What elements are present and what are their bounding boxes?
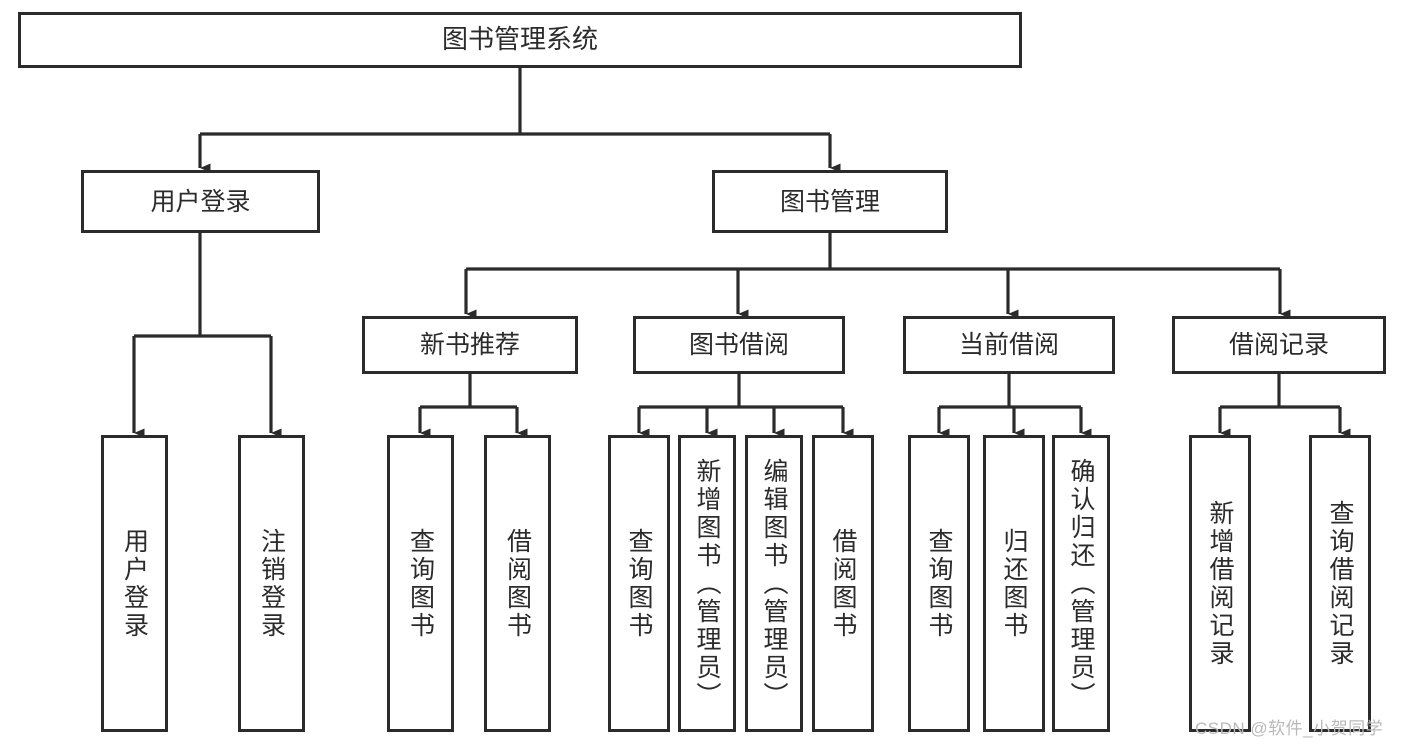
node-label-leaf-add-borrow-record: 新增借阅记录 [1206, 499, 1234, 668]
node-label-leaf-query-borrow-record: 查询借阅记录 [1326, 499, 1354, 668]
node-label-book-manage: 图书管理 [779, 187, 880, 216]
node-label-leaf-confirm-return-admin: 确认归还（管理员） [1067, 457, 1095, 710]
node-label-root: 图书管理系统 [441, 24, 598, 55]
node-leaf-query-book-1[interactable]: 查询图书 [387, 435, 454, 732]
node-leaf-query-book-2[interactable]: 查询图书 [608, 435, 670, 732]
watermark-text: CSDN @软件_小贺同学 [1195, 719, 1384, 738]
node-leaf-query-borrow-record[interactable]: 查询借阅记录 [1309, 435, 1371, 732]
node-label-leaf-add-book-admin: 新增图书（管理员） [693, 457, 721, 710]
node-label-leaf-user-logout: 注销登录 [257, 527, 286, 640]
node-label-current-borrow: 当前借阅 [958, 331, 1059, 359]
node-label-new-book-recommend: 新书推荐 [419, 331, 520, 359]
node-label-leaf-user-login: 用户登录 [120, 527, 149, 640]
node-leaf-return-book[interactable]: 归还图书 [983, 435, 1045, 732]
node-leaf-user-login[interactable]: 用户登录 [101, 435, 168, 732]
node-current-borrow[interactable]: 当前借阅 [903, 316, 1115, 374]
node-label-leaf-return-book: 归还图书 [1000, 527, 1028, 640]
node-root[interactable]: 图书管理系统 [18, 12, 1022, 68]
node-user-login[interactable]: 用户登录 [81, 170, 320, 233]
node-label-leaf-borrow-book-2: 借阅图书 [829, 527, 857, 640]
node-leaf-user-logout[interactable]: 注销登录 [238, 435, 305, 732]
node-leaf-borrow-book-2[interactable]: 借阅图书 [812, 435, 874, 732]
node-leaf-add-book-admin[interactable]: 新增图书（管理员） [678, 435, 736, 732]
node-book-borrow[interactable]: 图书借阅 [633, 316, 845, 374]
node-book-manage[interactable]: 图书管理 [712, 170, 948, 233]
node-leaf-query-book-3[interactable]: 查询图书 [908, 435, 970, 732]
node-leaf-borrow-book-1[interactable]: 借阅图书 [484, 435, 551, 732]
node-label-borrow-record: 借阅记录 [1228, 331, 1329, 359]
node-label-leaf-query-book-1: 查询图书 [406, 527, 435, 640]
node-leaf-add-borrow-record[interactable]: 新增借阅记录 [1189, 435, 1251, 732]
node-new-book-recommend[interactable]: 新书推荐 [362, 316, 578, 374]
node-label-leaf-query-book-3: 查询图书 [925, 527, 953, 640]
node-leaf-confirm-return-admin[interactable]: 确认归还（管理员） [1052, 435, 1110, 732]
node-label-leaf-borrow-book-1: 借阅图书 [503, 527, 532, 640]
node-label-book-borrow: 图书借阅 [688, 331, 789, 359]
node-label-leaf-edit-book-admin: 编辑图书（管理员） [760, 457, 788, 710]
node-label-leaf-query-book-2: 查询图书 [625, 527, 653, 640]
node-label-user-login: 用户登录 [150, 187, 251, 216]
node-leaf-edit-book-admin[interactable]: 编辑图书（管理员） [745, 435, 803, 732]
node-borrow-record[interactable]: 借阅记录 [1172, 316, 1386, 374]
